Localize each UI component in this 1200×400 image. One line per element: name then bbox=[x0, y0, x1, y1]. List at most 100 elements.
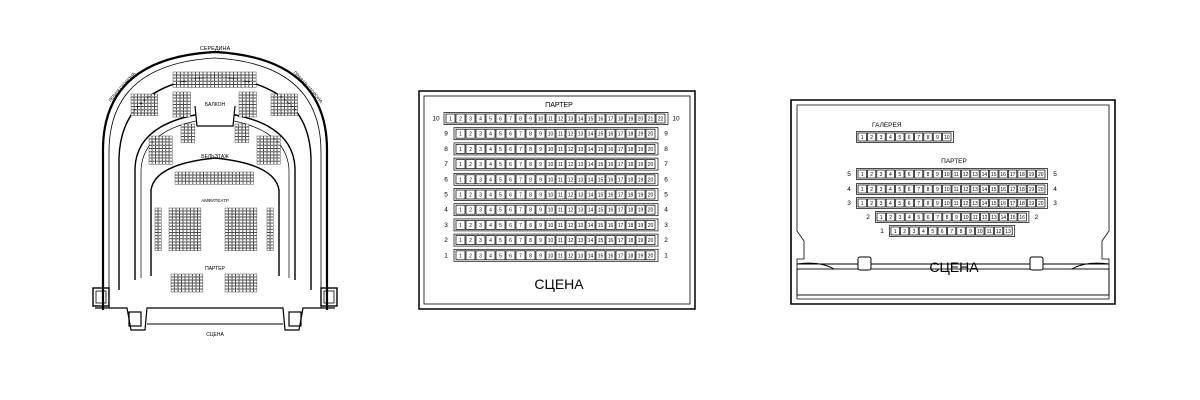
seat[interactable] bbox=[176, 235, 180, 239]
seat[interactable] bbox=[154, 207, 159, 211]
seat[interactable] bbox=[235, 220, 240, 224]
seat[interactable] bbox=[148, 139, 153, 142]
seat[interactable] bbox=[180, 101, 184, 105]
seat[interactable] bbox=[625, 159, 636, 169]
seat[interactable] bbox=[961, 212, 971, 222]
seat[interactable] bbox=[165, 155, 170, 158]
seat[interactable] bbox=[180, 95, 184, 98]
seat[interactable] bbox=[252, 71, 257, 75]
seat[interactable] bbox=[475, 250, 486, 261]
seat[interactable] bbox=[199, 283, 204, 286]
seat[interactable] bbox=[190, 245, 194, 248]
seat[interactable] bbox=[239, 181, 244, 185]
seat[interactable] bbox=[194, 226, 198, 230]
seat[interactable] bbox=[183, 235, 187, 239]
seat[interactable] bbox=[266, 214, 271, 217]
seat[interactable] bbox=[199, 81, 204, 85]
seat[interactable] bbox=[137, 97, 141, 100]
seat[interactable] bbox=[249, 111, 254, 114]
seat[interactable] bbox=[994, 226, 1004, 236]
seat[interactable] bbox=[485, 235, 496, 245]
seat[interactable] bbox=[134, 97, 138, 100]
seat[interactable] bbox=[485, 128, 496, 139]
seat[interactable] bbox=[151, 106, 155, 110]
seat[interactable] bbox=[455, 113, 466, 124]
seat[interactable] bbox=[154, 232, 159, 236]
seat[interactable] bbox=[242, 241, 247, 245]
seat[interactable] bbox=[595, 128, 606, 139]
seat[interactable] bbox=[625, 128, 636, 139]
seat[interactable] bbox=[172, 107, 177, 111]
seat[interactable] bbox=[162, 151, 166, 155]
seat[interactable] bbox=[197, 226, 202, 230]
seat[interactable] bbox=[615, 174, 626, 185]
seat[interactable] bbox=[1026, 184, 1036, 194]
seat[interactable] bbox=[273, 148, 278, 152]
seat[interactable] bbox=[555, 128, 566, 139]
seat[interactable] bbox=[190, 235, 194, 239]
seat[interactable] bbox=[194, 220, 198, 224]
seat[interactable] bbox=[475, 189, 486, 200]
seat[interactable] bbox=[455, 250, 466, 261]
seat[interactable] bbox=[246, 226, 250, 230]
seat[interactable] bbox=[252, 78, 257, 82]
seat[interactable] bbox=[895, 184, 905, 194]
seat[interactable] bbox=[235, 241, 240, 245]
seat[interactable] bbox=[918, 226, 928, 236]
seat[interactable] bbox=[203, 78, 207, 82]
seat[interactable] bbox=[595, 204, 606, 215]
seat[interactable] bbox=[152, 161, 156, 165]
seat[interactable] bbox=[645, 174, 656, 185]
seat[interactable] bbox=[203, 84, 207, 88]
seat[interactable] bbox=[174, 181, 179, 185]
seat[interactable] bbox=[900, 226, 910, 236]
seat[interactable] bbox=[199, 78, 204, 82]
seat[interactable] bbox=[242, 98, 246, 102]
seat[interactable] bbox=[192, 276, 196, 280]
seat[interactable] bbox=[154, 214, 159, 217]
seat[interactable] bbox=[1008, 169, 1018, 179]
seat[interactable] bbox=[188, 81, 192, 85]
seat[interactable] bbox=[170, 276, 175, 280]
seat[interactable] bbox=[970, 184, 980, 194]
seat[interactable] bbox=[232, 248, 236, 251]
seat[interactable] bbox=[253, 95, 257, 98]
seat[interactable] bbox=[234, 133, 239, 137]
seat[interactable] bbox=[190, 220, 194, 224]
seat[interactable] bbox=[178, 280, 182, 283]
seat[interactable] bbox=[155, 151, 159, 155]
seat[interactable] bbox=[895, 198, 905, 208]
seat[interactable] bbox=[250, 232, 254, 236]
seat[interactable] bbox=[256, 155, 261, 158]
seat[interactable] bbox=[287, 97, 292, 100]
seat[interactable] bbox=[495, 113, 506, 124]
seat[interactable] bbox=[246, 214, 250, 217]
seat[interactable] bbox=[273, 135, 278, 139]
seat[interactable] bbox=[194, 210, 198, 214]
seat[interactable] bbox=[876, 132, 886, 142]
seat[interactable] bbox=[203, 171, 208, 175]
seat[interactable] bbox=[191, 127, 196, 130]
seat[interactable] bbox=[260, 155, 264, 158]
seat[interactable] bbox=[260, 135, 264, 139]
seat[interactable] bbox=[130, 93, 135, 97]
seat[interactable] bbox=[180, 123, 185, 127]
seat[interactable] bbox=[232, 217, 236, 220]
seat[interactable] bbox=[235, 289, 240, 293]
seat[interactable] bbox=[168, 217, 173, 220]
seat[interactable] bbox=[246, 104, 250, 108]
seat[interactable] bbox=[159, 161, 163, 165]
seat[interactable] bbox=[1036, 198, 1046, 208]
seat[interactable] bbox=[615, 189, 626, 200]
seat[interactable] bbox=[250, 283, 254, 286]
seat[interactable] bbox=[291, 113, 295, 116]
seat[interactable] bbox=[495, 144, 506, 154]
seat[interactable] bbox=[252, 81, 257, 85]
seat[interactable] bbox=[274, 103, 278, 107]
seat[interactable] bbox=[242, 101, 246, 105]
seat[interactable] bbox=[130, 109, 135, 113]
seat[interactable] bbox=[455, 159, 466, 169]
seat[interactable] bbox=[195, 75, 200, 78]
seat[interactable] bbox=[242, 127, 246, 130]
seat[interactable] bbox=[505, 174, 516, 185]
